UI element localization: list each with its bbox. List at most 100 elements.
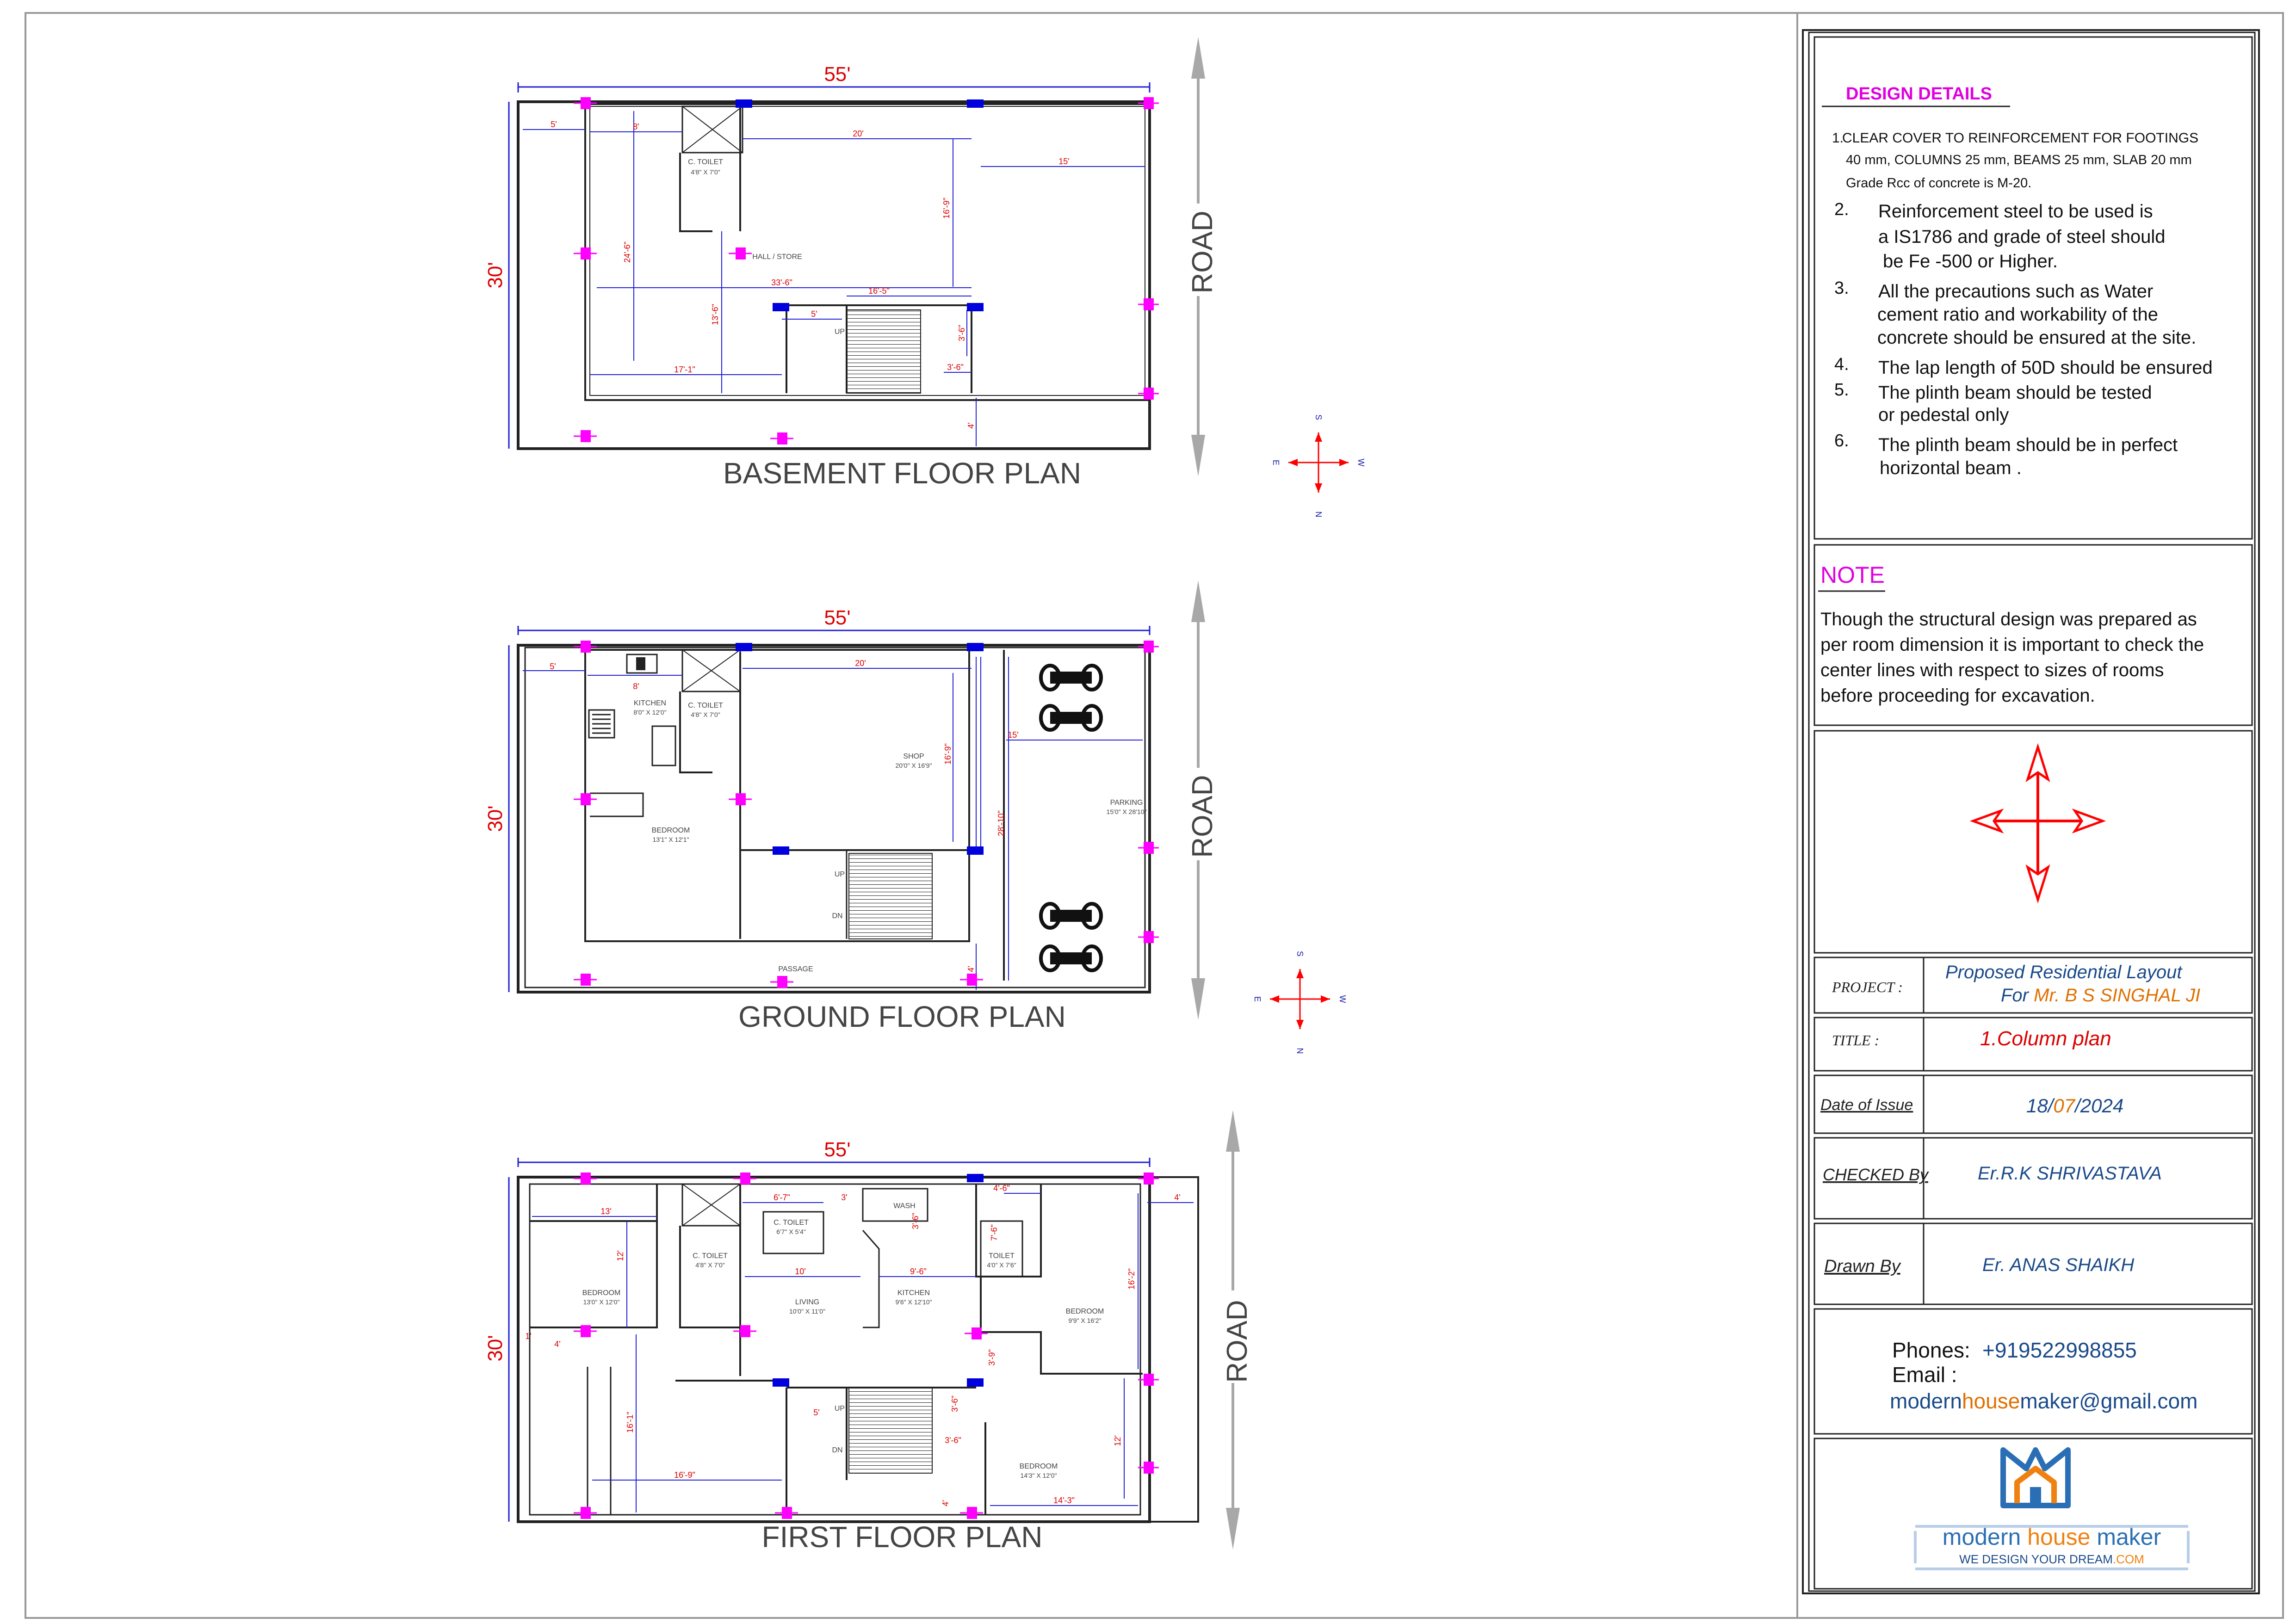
- note-text: per room dimension it is important to ch…: [1820, 635, 2204, 655]
- email-part-house: house: [1962, 1389, 2020, 1413]
- room-name: C. TOILET: [693, 1252, 728, 1260]
- design-item-text: horizontal beam .: [1880, 458, 2022, 478]
- design-item-text: The plinth beam should be tested: [1878, 383, 2152, 403]
- ground-width-label: 55': [824, 606, 850, 629]
- north-arrow-icon: [1969, 743, 2106, 904]
- logo-tagline-com: .COM: [2113, 1552, 2144, 1566]
- room-size: 4'0" X 7'6": [987, 1261, 1016, 1269]
- svg-text:W: W: [1338, 995, 1347, 1003]
- dim-label: 20': [855, 659, 866, 668]
- room-size: 14'3" X 12'0": [1020, 1472, 1057, 1479]
- logo-tagline: WE DESIGN YOUR DREAM.COM: [1959, 1552, 2144, 1566]
- dim-label: 4'-6": [993, 1184, 1010, 1193]
- room-name: C. TOILET: [688, 158, 723, 166]
- project-client: Mr. B S SINGHAL JI: [2034, 985, 2200, 1006]
- dim-label: 4': [1174, 1193, 1180, 1202]
- parked-bike: [1039, 664, 1103, 691]
- email-part-modern: modern: [1890, 1389, 1962, 1413]
- room-name: BEDROOM: [582, 1289, 621, 1297]
- drawn-value: Er. ANAS SHAIKH: [1982, 1255, 2134, 1275]
- dim-label: 3'-6": [947, 363, 964, 372]
- dim-label: 9'-6": [910, 1267, 927, 1276]
- design-item-text: The plinth beam should be in perfect: [1878, 435, 2178, 455]
- dim-label: 4': [941, 1500, 950, 1506]
- room-size: 4'8" X 7'0": [695, 1261, 725, 1269]
- room-name: BEDROOM: [1066, 1308, 1104, 1315]
- svg-text:N: N: [1295, 1048, 1305, 1054]
- road-arrow: ROAD: [1184, 37, 1219, 476]
- dim-label: 3'-9": [987, 1349, 996, 1366]
- design-details-heading: DESIGN DETAILS: [1846, 84, 1992, 104]
- columns: [574, 1173, 1159, 1519]
- ground-floor-plan: 55' 30' 5' 8' 20' 15' 16'-9": [484, 580, 1219, 1033]
- first-width-label: 55': [824, 1138, 850, 1161]
- project-line-1: Proposed Residential Layout: [1945, 962, 2183, 982]
- email-part-maker: maker@gmail.com: [2020, 1389, 2197, 1413]
- dim-label: 8': [633, 122, 639, 131]
- room-size: 9'9" X 16'2": [1068, 1317, 1101, 1324]
- logo-house: house: [2027, 1524, 2097, 1550]
- phones-value: +919522998855: [1982, 1338, 2137, 1362]
- design-item-number: 5.: [1834, 380, 1849, 400]
- design-item-text: Grade Rcc of concrete is M-20.: [1846, 176, 2031, 191]
- dim-label: 4': [966, 966, 976, 972]
- design-item-text: 40 mm, COLUMNS 25 mm, BEAMS 25 mm, SLAB …: [1846, 153, 2192, 167]
- svg-text:W: W: [1356, 459, 1366, 467]
- plan-title: FIRST FLOOR PLAN: [762, 1520, 1043, 1554]
- logo-tagline-text: WE DESIGN YOUR DREAM: [1959, 1552, 2113, 1566]
- dim-label: 16'-1": [625, 1412, 635, 1433]
- design-item-text: or pedestal only: [1878, 405, 2009, 425]
- drawn-label: Drawn By: [1824, 1257, 1901, 1276]
- road-arrow: ROAD: [1184, 580, 1219, 1020]
- parked-bike: [1039, 704, 1103, 732]
- svg-text:S: S: [1314, 414, 1323, 420]
- first-depth-label: 30': [484, 1335, 507, 1361]
- dim-label: 16'-9": [942, 197, 951, 219]
- room-name: LIVING: [795, 1298, 819, 1306]
- project-label: PROJECT :: [1832, 979, 1903, 995]
- parked-bike: [1039, 902, 1103, 930]
- room-size: 4'8" X 7'0": [691, 711, 720, 718]
- basement-depth-label: 30': [484, 262, 507, 288]
- room-name: SHOP: [903, 753, 924, 760]
- design-item-text: The lap length of 50D should be ensured: [1878, 358, 2213, 378]
- columns: [574, 641, 1159, 988]
- dim-label: 15': [1008, 730, 1018, 740]
- date-value: 18/07/2024: [2026, 1095, 2123, 1117]
- svg-text:N: N: [1314, 512, 1323, 518]
- sheet-border-outer: [25, 12, 2284, 1619]
- plan-title: GROUND FLOOR PLAN: [738, 1000, 1066, 1033]
- email-value[interactable]: modernhousemaker@gmail.com: [1890, 1389, 2197, 1413]
- design-item-number: 3.: [1834, 278, 1849, 298]
- design-item-text: cement ratio and workability of the: [1877, 304, 2158, 325]
- date-day: 18/: [2026, 1095, 2055, 1117]
- dim-label: 6'-7": [774, 1193, 790, 1202]
- project-line-2: For Mr. B S SINGHAL JI: [2001, 985, 2200, 1006]
- room-name: BEDROOM: [1020, 1463, 1058, 1470]
- dim-label: 3'-6": [945, 1436, 961, 1445]
- design-item-number: 2.: [1834, 200, 1849, 219]
- dim-label: 3'-6": [957, 325, 966, 341]
- dim-label: 3': [841, 1193, 847, 1202]
- room-name: WASH: [893, 1202, 915, 1210]
- dim-label: 15': [1058, 157, 1069, 166]
- dim-label: 12': [1113, 1435, 1122, 1446]
- dim-label: 5': [811, 309, 817, 319]
- room-size: 10'0" X 11'0": [789, 1308, 825, 1315]
- room-size: 15'0" X 28'10": [1107, 808, 1147, 815]
- room-size: 8'0" X 12'0": [633, 709, 666, 716]
- ground-depth-label: 30': [484, 805, 507, 832]
- design-item-text: Reinforcement steel to be used is: [1878, 201, 2153, 222]
- first-floor-plan: 55' 30' 13' 6'-7": [484, 1110, 1253, 1554]
- title-label: TITLE :: [1832, 1032, 1879, 1049]
- design-item-text: CLEAR COVER TO REINFORCEMENT FOR FOOTING…: [1842, 130, 2198, 146]
- room-size: 13'0" X 12'0": [583, 1298, 619, 1306]
- stair-label: UP: [835, 870, 845, 878]
- email-label: Email :: [1892, 1363, 1957, 1387]
- dim-label: 5': [813, 1408, 819, 1417]
- design-item-number: 4.: [1834, 355, 1849, 374]
- dim-label: 3'-6": [950, 1395, 959, 1412]
- room-size: 20'0" X 16'9": [895, 762, 932, 769]
- stair-label: UP: [835, 328, 845, 336]
